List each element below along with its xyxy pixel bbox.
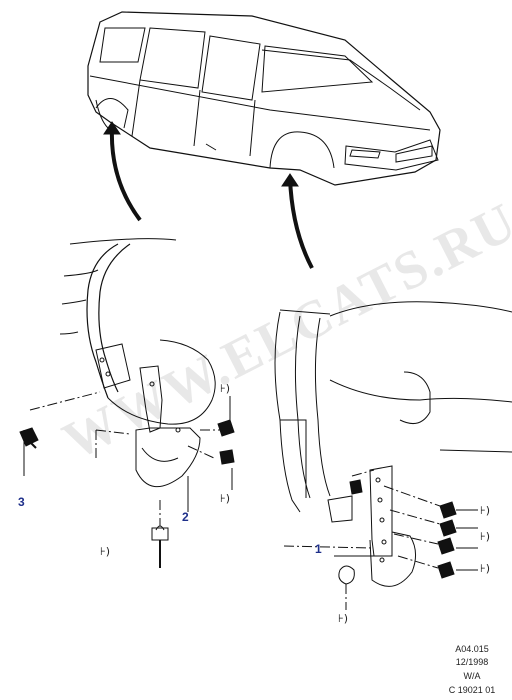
fastener-symbol: ⊦) (220, 382, 231, 395)
fastener-symbol: ⊦) (480, 562, 491, 575)
reference-figure: C 19021 01 (448, 685, 496, 695)
left-fasteners (19, 396, 235, 568)
fastener-symbol: ⊦) (220, 492, 231, 505)
callout-1: 1 (315, 542, 322, 556)
callout-2: 2 (182, 510, 189, 524)
minivan-illustration (87, 11, 441, 186)
reference-variant: W/A (463, 671, 481, 681)
fastener-symbol: ⊦) (100, 545, 111, 558)
fastener-symbol: ⊦) (480, 530, 491, 543)
left-mudflap-assembly (23, 238, 226, 526)
fastener-symbol: ⊦) (480, 504, 491, 517)
fastener-symbol: ⊦) (338, 612, 349, 625)
reference-code: A04.015 (455, 644, 489, 654)
reference-date: 12/1998 (455, 657, 489, 667)
right-fasteners (338, 479, 478, 585)
pointer-arrows (103, 121, 314, 269)
callout-3: 3 (18, 495, 25, 509)
right-mudflap-assembly (274, 301, 512, 610)
